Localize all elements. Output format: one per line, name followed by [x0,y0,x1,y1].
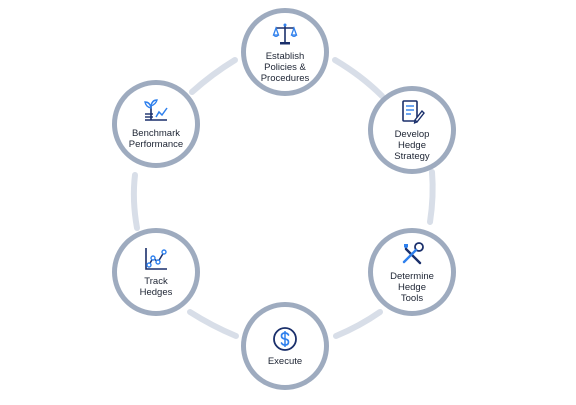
connector-establish-develop [332,57,385,99]
step-execute: Execute [241,302,329,390]
connector-track-benchmark [130,172,140,231]
step-label: Develop Hedge Strategy [394,128,430,162]
line-chart-icon [143,246,169,272]
step-label: Establish Policies & Procedures [260,50,310,84]
step-label: Benchmark Performance [128,128,184,150]
plant-growth-icon [143,98,169,124]
step-track-hedges: Track Hedges [112,228,200,316]
connector-benchmark-establish [189,57,238,95]
step-label: Track Hedges [139,276,173,298]
step-benchmark-performance: Benchmark Performance [112,80,200,168]
connector-determine-execute [333,309,383,339]
dollar-icon [272,326,298,352]
document-pen-icon [399,99,425,125]
connector-develop-determine [427,169,436,225]
step-develop-strategy: Develop Hedge Strategy [368,86,456,174]
scales-icon [272,21,298,47]
connector-execute-track [187,309,239,339]
step-establish-policies: Establish Policies & Procedures [241,8,329,96]
step-determine-tools: Determine Hedge Tools [368,228,456,316]
step-label: Determine Hedge Tools [390,270,434,304]
tools-icon [399,241,425,267]
step-label: Execute [267,355,303,367]
